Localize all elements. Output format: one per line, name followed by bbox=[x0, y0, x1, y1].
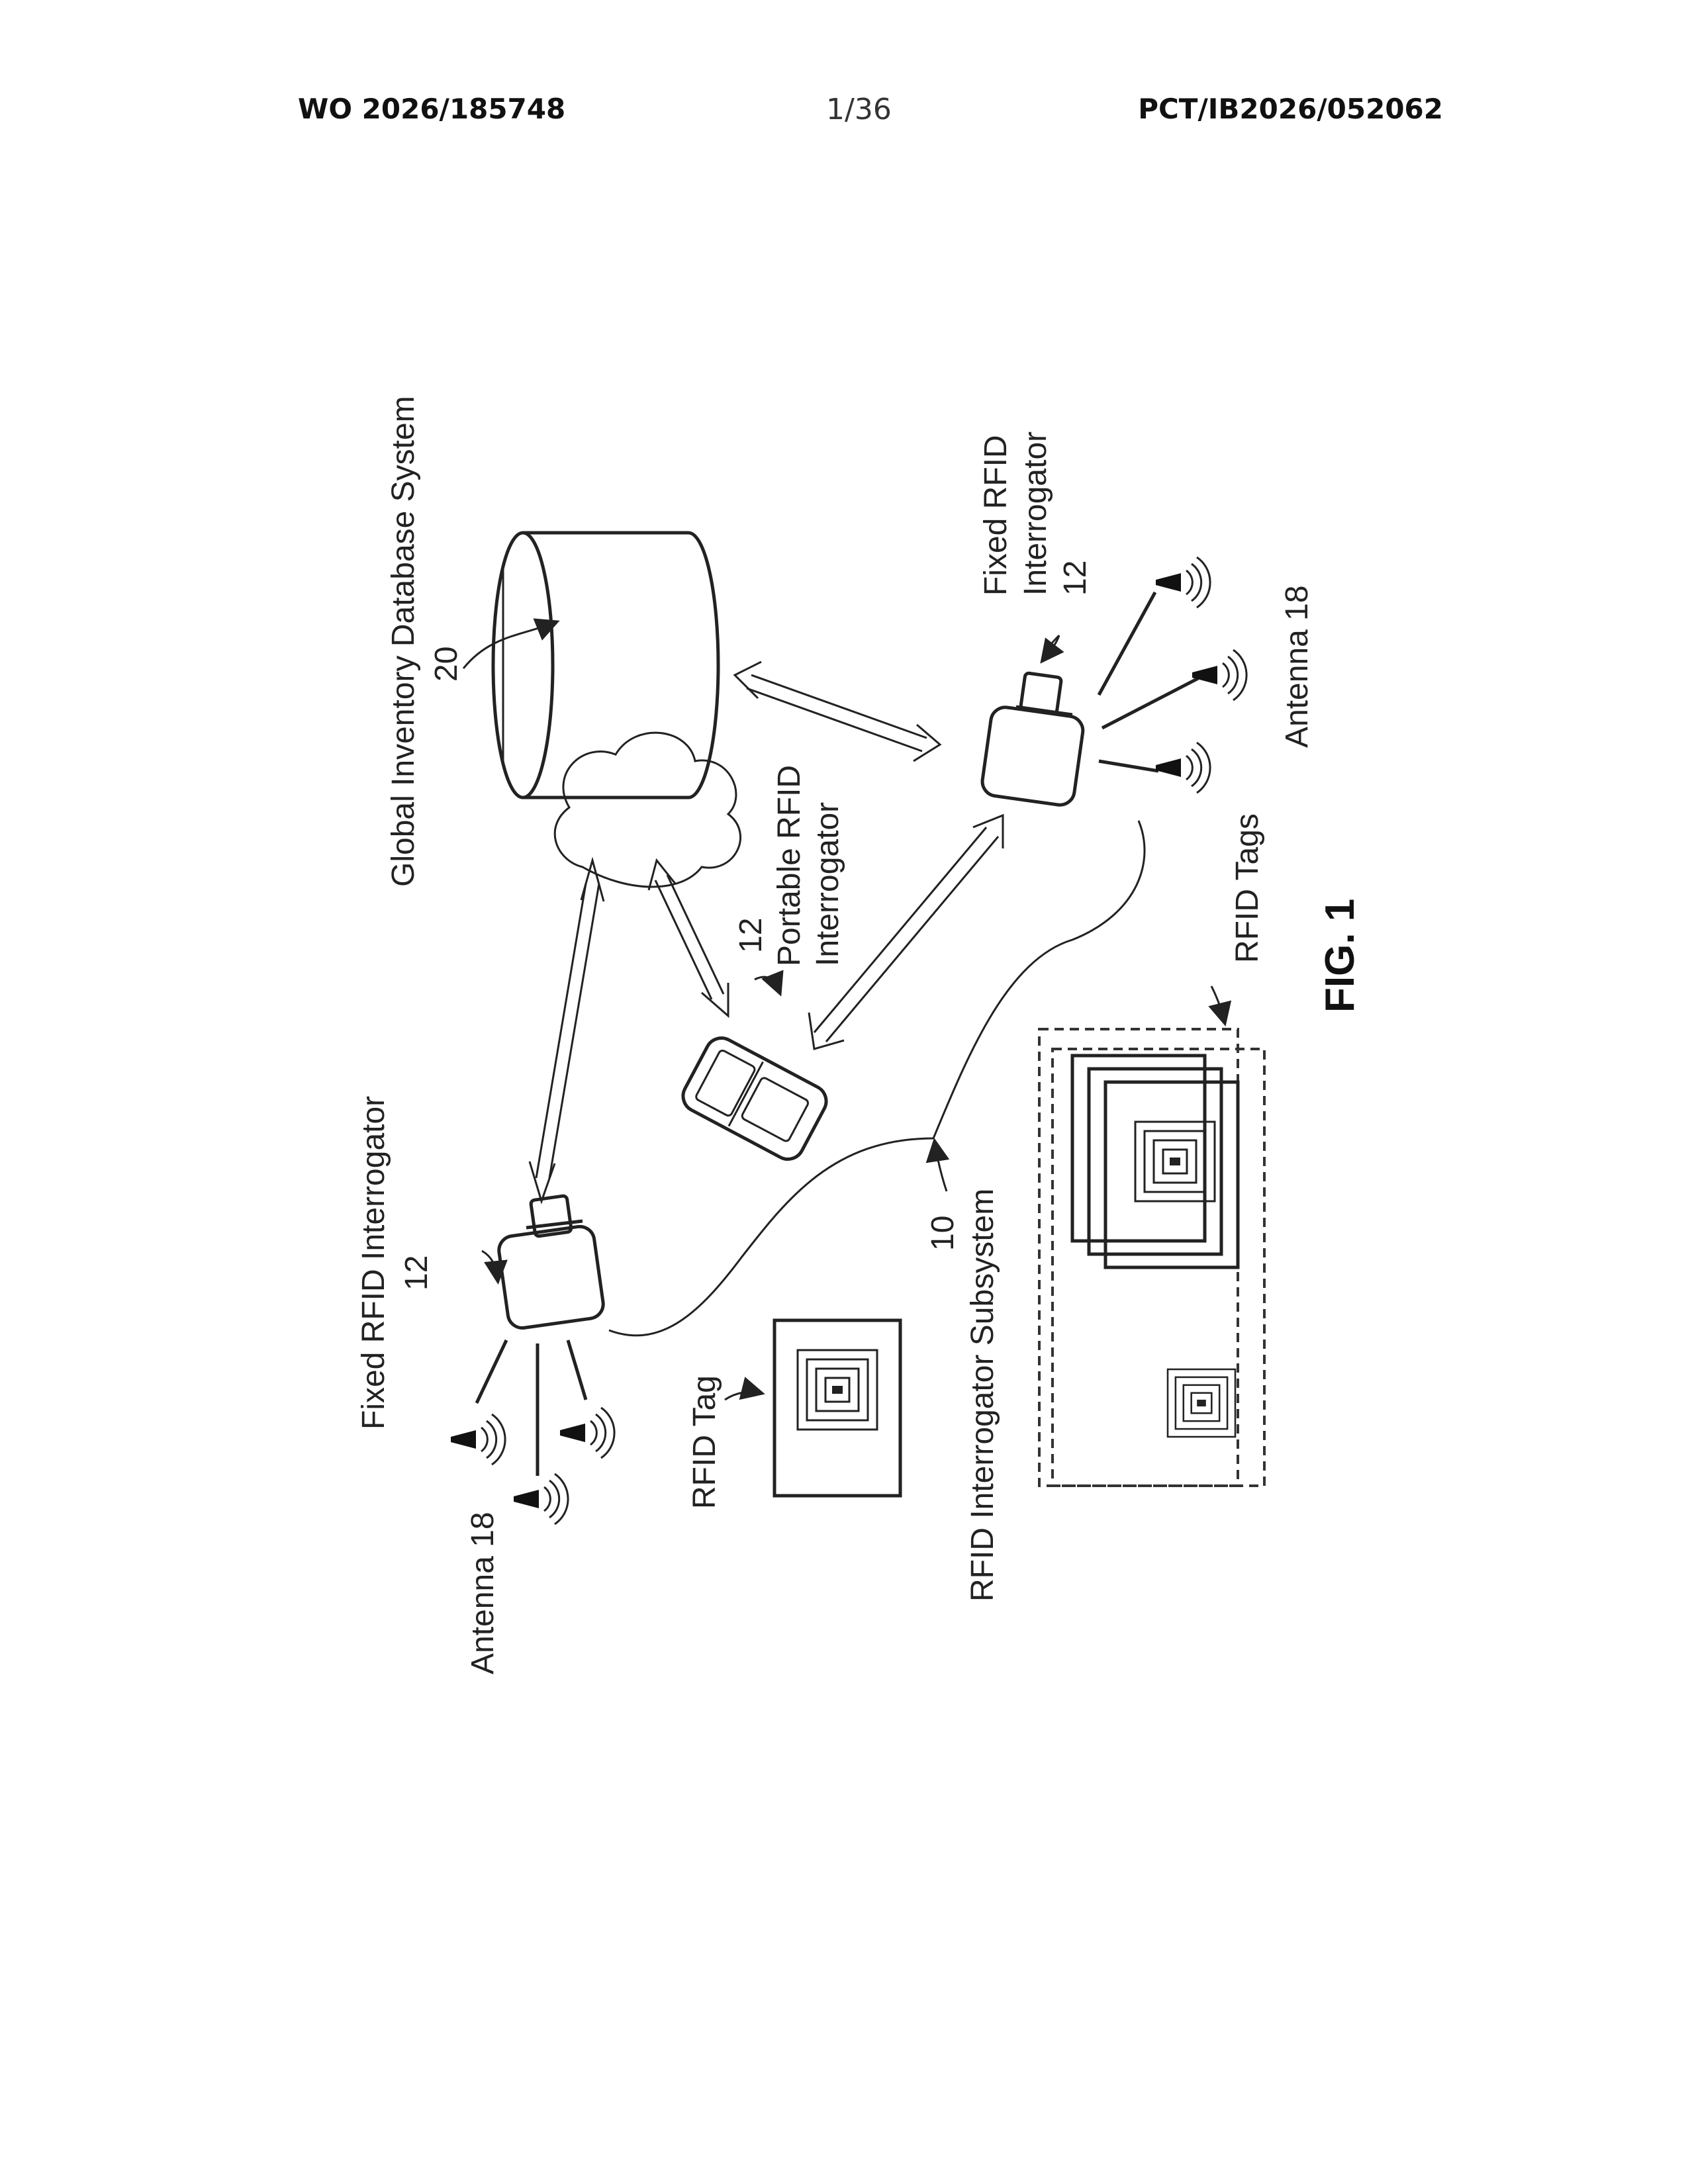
rfid-spiral-icon bbox=[798, 1350, 877, 1430]
fixed-interrogator-left: Fixed RFID Interrogator 12 Antenna 18 bbox=[356, 1096, 614, 1674]
global-database-label: Global Inventory Database System bbox=[386, 396, 421, 887]
fixed-interrogator-left-label: Fixed RFID Interrogator bbox=[356, 1096, 391, 1430]
subsystem-label: RFID Interrogator Subsystem bbox=[965, 1189, 1000, 1602]
global-database-system: Global Inventory Database System 20 bbox=[386, 396, 741, 887]
antenna-icon bbox=[560, 1408, 614, 1458]
arrow-db-to-right-interrogator bbox=[735, 662, 940, 761]
portable-label-line1: Portable RFID bbox=[772, 765, 807, 966]
fixed-interrogator-right: Fixed RFID Interrogator 12 Antenna 18 bbox=[978, 432, 1315, 807]
rfid-tag-single: RFID Tag bbox=[687, 1320, 900, 1509]
portable-label-line2: Interrogator bbox=[810, 802, 845, 966]
interrogator-icon bbox=[980, 705, 1084, 807]
cloud-icon bbox=[555, 733, 740, 887]
fixed-right-label-line2: Interrogator bbox=[1018, 432, 1053, 596]
antenna-right-label: Antenna 18 bbox=[1280, 585, 1315, 748]
rfid-spiral-icon bbox=[1168, 1369, 1235, 1437]
ref-12-left-label: 12 bbox=[399, 1255, 434, 1291]
figure-label: FIG. 1 bbox=[1317, 899, 1363, 1013]
rfid-tags-label: RFID Tags bbox=[1230, 813, 1265, 963]
ref-12-portable-label: 12 bbox=[733, 918, 769, 953]
ref-12-right-label: 12 bbox=[1058, 561, 1093, 596]
rfid-tag-label: RFID Tag bbox=[687, 1375, 722, 1509]
arrow-db-to-portable bbox=[649, 860, 728, 1016]
tag-card bbox=[774, 1320, 900, 1496]
portable-interrogator: 12 Portable RFID Interrogator bbox=[678, 765, 845, 1165]
antenna-left-label: Antenna 18 bbox=[465, 1512, 500, 1674]
antenna-icon bbox=[451, 1414, 505, 1465]
ref-20-label: 20 bbox=[429, 647, 464, 682]
rfid-tags-group: RFID Tags bbox=[1039, 813, 1265, 1486]
tags-outer-dashed-box bbox=[1039, 1029, 1238, 1486]
portable-interrogator-icon bbox=[678, 1032, 832, 1165]
interrogator-icon bbox=[497, 1225, 605, 1330]
arrow-db-to-left-interrogator bbox=[530, 860, 604, 1201]
antenna-icon bbox=[1156, 557, 1210, 608]
rfid-spiral-icon bbox=[1135, 1122, 1215, 1201]
antenna-icon bbox=[514, 1474, 568, 1524]
ref-10-label: 10 bbox=[925, 1216, 961, 1251]
database-cylinder-icon bbox=[493, 533, 718, 797]
antenna-icon bbox=[1156, 743, 1210, 793]
fixed-right-label-line1: Fixed RFID bbox=[978, 435, 1013, 596]
antenna-icon bbox=[1192, 650, 1246, 700]
